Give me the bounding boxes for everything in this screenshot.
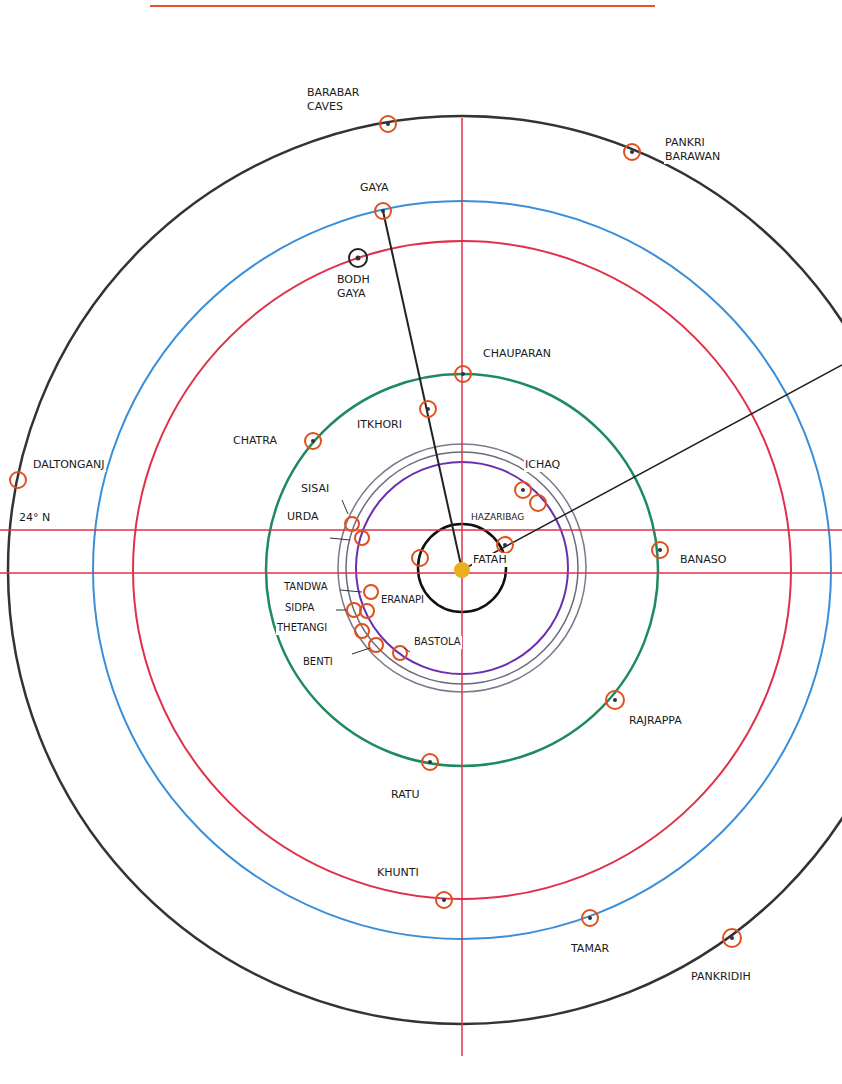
place-label: CHAUPARAN — [482, 347, 552, 361]
place-label: SIDPA — [284, 602, 315, 615]
place-label: BENTI — [302, 656, 334, 669]
place-label: HAZARIBAG — [470, 512, 525, 523]
place-label: KHUNTI — [376, 866, 420, 880]
place-label: PANKRIDIH — [690, 970, 752, 984]
place-label: ERANAPI — [380, 594, 425, 607]
place-label: TAMAR — [570, 942, 610, 956]
place-label: TANDWA — [283, 581, 329, 594]
place-label: SISAI — [300, 482, 330, 496]
place-label: PANKRI BARAWAN — [664, 136, 750, 164]
place-label: FATAH — [472, 553, 508, 567]
place-label: DALTONGANJ — [32, 458, 106, 472]
place-label: BASTOLA — [413, 636, 462, 649]
place-label: RATU — [390, 788, 421, 802]
place-label: RAJRAPPA — [628, 714, 683, 728]
place-label: BARABAR CAVES — [306, 86, 370, 114]
place-label: THETANGI — [276, 622, 328, 635]
place-label: BANASO — [679, 553, 727, 567]
place-label: ICHAQ — [524, 458, 561, 472]
place-label: CHATRA — [232, 434, 278, 448]
place-label: GAYA — [359, 181, 390, 195]
place-label: BODH GAYA — [336, 273, 390, 301]
place-label: ITKHORI — [356, 418, 403, 432]
place-label: URDA — [286, 510, 320, 524]
place-label: 24° N — [18, 511, 51, 525]
